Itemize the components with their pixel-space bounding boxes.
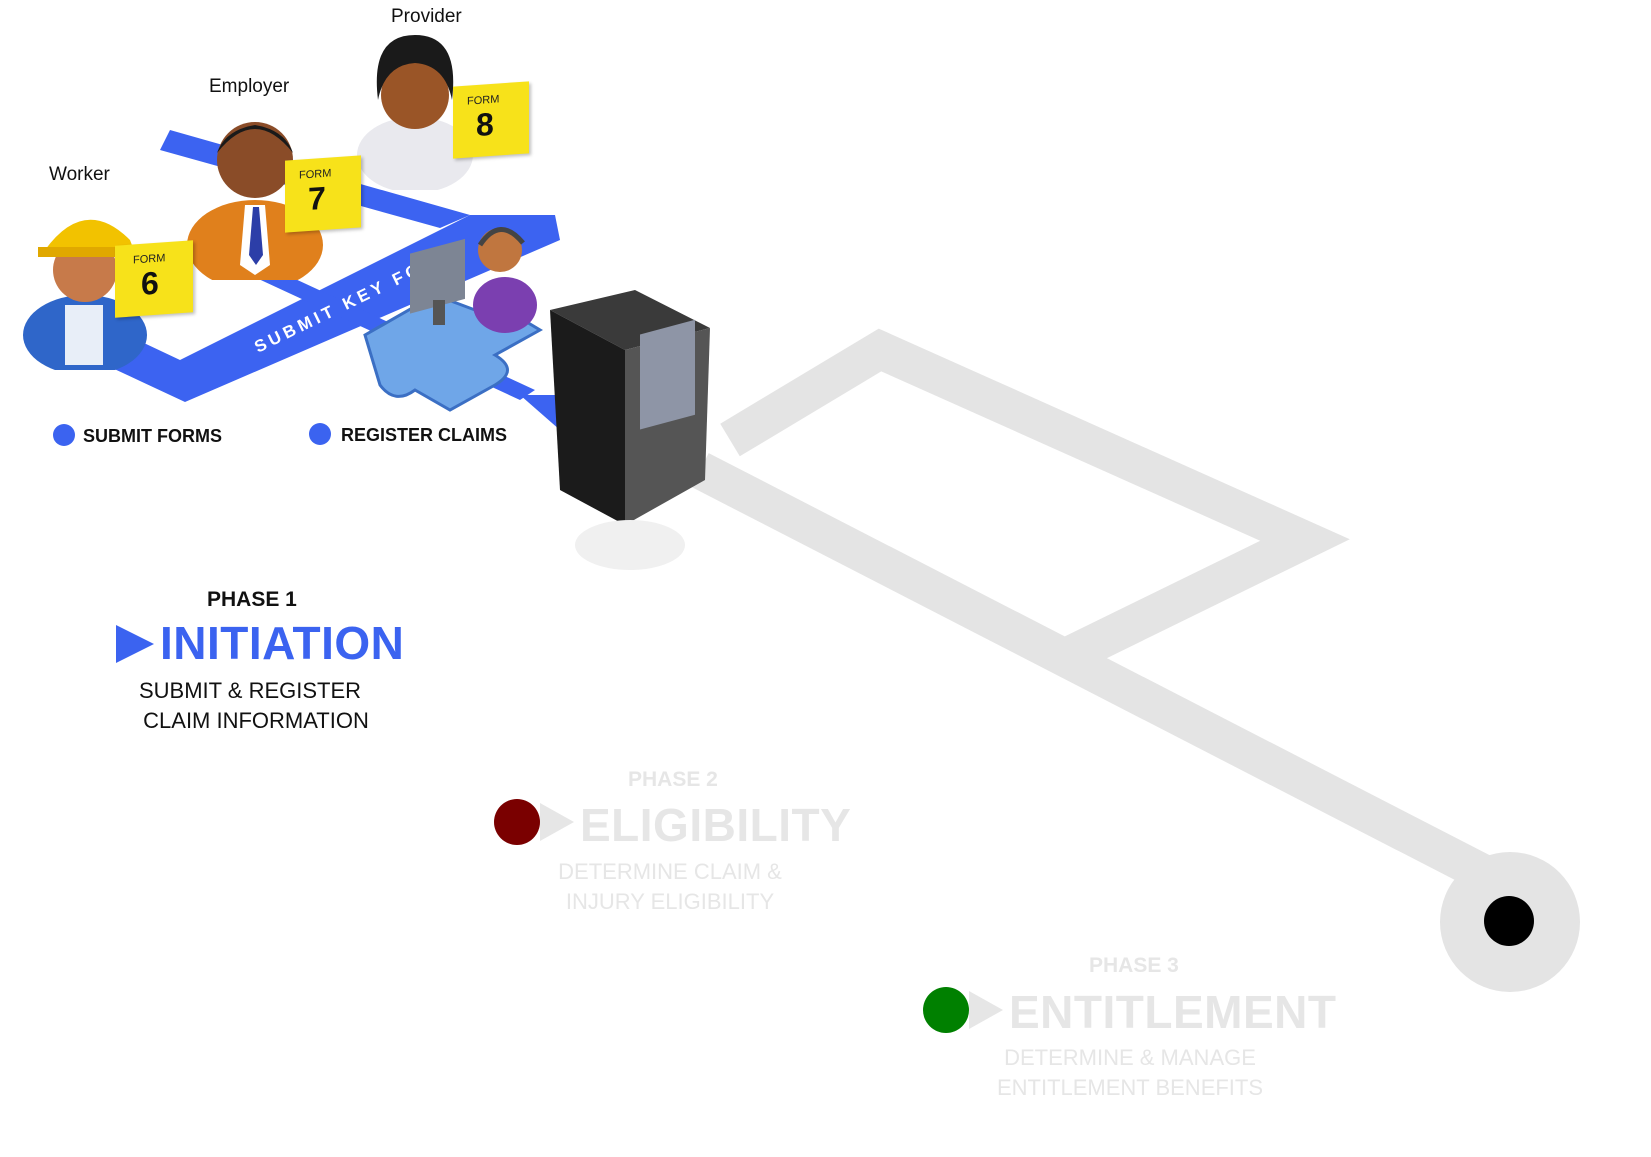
phase-3-desc-line1: DETERMINE & MANAGE — [1004, 1045, 1256, 1070]
phase-2-number: PHASE 2 — [628, 768, 718, 791]
phase-2-arrow-icon — [540, 803, 574, 841]
submit-forms-label: SUBMIT FORMS — [83, 426, 222, 446]
phase-1-desc-line2: CLAIM INFORMATION — [143, 708, 369, 733]
call-center-agent-icon — [410, 227, 537, 333]
phase-1-title: INITIATION — [160, 617, 405, 669]
phase-2-desc-line2: INJURY ELIGIBILITY — [565, 889, 775, 914]
form-7-note: FORM 7 — [285, 155, 361, 233]
phase-1-arrow-icon — [116, 625, 154, 663]
form-6-number: 6 — [141, 264, 159, 302]
form-8-note: FORM 8 — [453, 81, 529, 159]
phase-2-title: ELIGIBILITY — [580, 799, 852, 851]
phase-3-arrow-icon — [969, 991, 1003, 1029]
provider-label: Provider — [391, 6, 462, 27]
phase-3-number: PHASE 3 — [1089, 954, 1179, 977]
form-8-number: 8 — [476, 105, 494, 144]
process-end-dot — [1484, 896, 1534, 946]
phase-2-dot — [494, 799, 540, 845]
form-6-note: FORM 6 — [115, 240, 193, 318]
phase-3-desc-line2: ENTITLEMENT BENEFITS — [996, 1075, 1264, 1100]
register-claims-label: REGISTER CLAIMS — [341, 425, 508, 445]
server-tower-icon — [550, 290, 710, 570]
phase-3-dot — [923, 987, 969, 1033]
phase-1-number: PHASE 1 — [207, 588, 297, 611]
employer-label: Employer — [209, 76, 290, 97]
register-claims-dot — [309, 423, 331, 445]
provider-icon — [357, 35, 473, 190]
form-7-number: 7 — [308, 179, 326, 218]
phase-2-desc-line1: DETERMINE CLAIM & — [558, 859, 782, 884]
worker-label: Worker — [49, 164, 110, 185]
submit-forms-dot — [53, 424, 75, 446]
phase-3-title: ENTITLEMENT — [1009, 986, 1337, 1038]
phase-1-desc-line1: SUBMIT & REGISTER — [138, 678, 362, 703]
